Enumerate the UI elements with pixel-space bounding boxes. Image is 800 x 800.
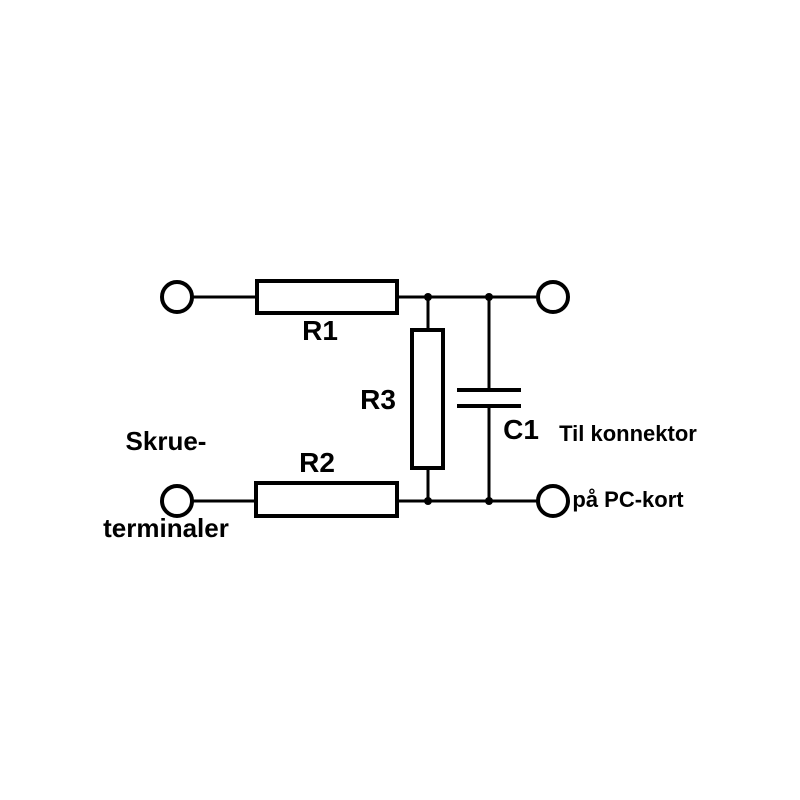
terminal-bottom-left — [160, 484, 194, 518]
terminal-bottom-right — [536, 484, 570, 518]
resistor-r3-label: R3 — [360, 384, 396, 415]
junction-dot-top-c1 — [485, 293, 493, 301]
annotation-screw-terminals-line2: terminaler — [103, 513, 229, 543]
annotation-pc-connector: Til konnektor på PC-kort — [528, 379, 728, 555]
terminal-top-right — [536, 280, 570, 314]
resistor-r3-body — [410, 328, 445, 470]
capacitor-c1-label: C1 — [503, 414, 539, 445]
junction-dot-bottom-r3 — [424, 497, 432, 505]
resistor-r2-body — [254, 481, 399, 518]
annotation-pc-connector-line2: på PC-kort — [572, 487, 684, 512]
resistor-r2-label: R2 — [299, 447, 335, 478]
junction-dot-top-r3 — [424, 293, 432, 301]
terminal-top-left — [160, 280, 194, 314]
junction-dot-bottom-c1 — [485, 497, 493, 505]
resistor-r1-body — [255, 279, 399, 315]
circuit-strokes — [160, 279, 570, 518]
resistor-r1-label: R1 — [302, 315, 338, 346]
annotation-pc-connector-line1: Til konnektor — [559, 421, 697, 446]
annotation-screw-terminals: Skrue- terminaler — [66, 369, 266, 601]
annotation-screw-terminals-line1: Skrue- — [125, 426, 207, 456]
